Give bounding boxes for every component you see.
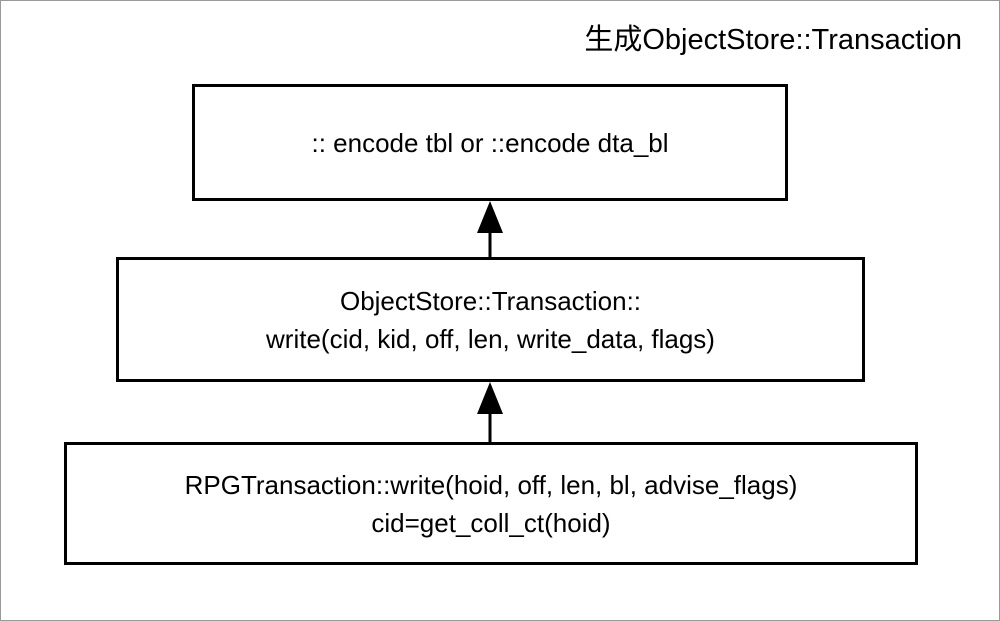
rpg-write-node: RPGTransaction::write(hoid, off, len, bl… (64, 442, 918, 565)
objectstore-write-node: ObjectStore::Transaction:: write(cid, ki… (116, 257, 865, 382)
objectstore-write-node-line-1: ObjectStore::Transaction:: (339, 285, 642, 316)
encode-node-line-1: :: encode tbl or ::encode dta_bl (311, 127, 669, 158)
encode-node: :: encode tbl or ::encode dta_bl (192, 84, 788, 201)
diagram-title: 生成ObjectStore::Transaction (584, 24, 962, 56)
rpg-write-node-line-2: cid=get_coll_ct(hoid) (371, 507, 611, 538)
objectstore-write-node-line-2: write(cid, kid, off, len, write_data, fl… (266, 323, 715, 354)
rpg-write-node-line-1: RPGTransaction::write(hoid, off, len, bl… (184, 469, 798, 500)
